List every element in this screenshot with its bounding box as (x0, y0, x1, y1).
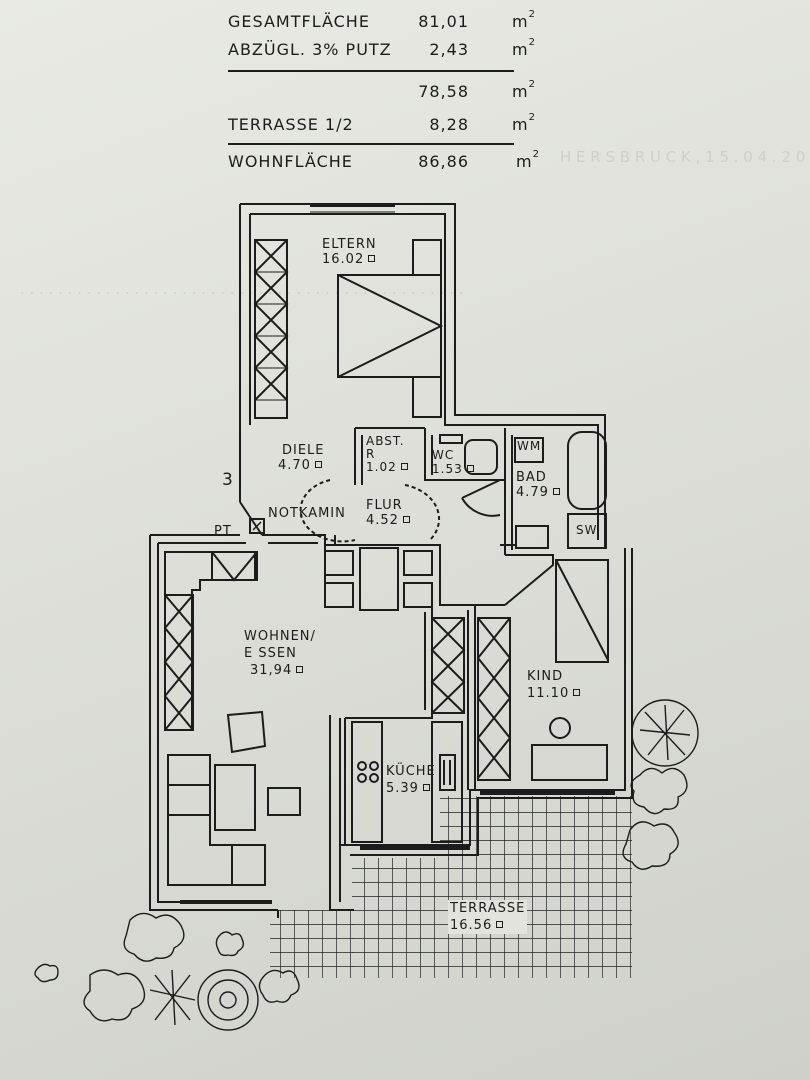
area-row: 78,58 (228, 82, 469, 104)
unit-text: m (516, 152, 532, 171)
sw-label: SW (576, 523, 598, 537)
area-unit: m2 (512, 37, 535, 59)
notkamin-label: NOTKAMIN (268, 506, 346, 521)
room-name: TERRASSE (450, 901, 526, 916)
exterior-walls (149, 203, 633, 918)
area-row-label: TERRASSE 1/2 (228, 115, 354, 134)
area-unit: m2 (512, 79, 535, 101)
unit-text: m (512, 12, 528, 31)
unit-text: m (512, 82, 528, 101)
area-row: WOHNFLÄCHE 86,86 (228, 152, 469, 174)
room-name: KIND (527, 669, 564, 684)
area-row-value: 86,86 (418, 152, 469, 171)
square-meter-symbol (296, 666, 304, 673)
room-label-bad: BAD 4.79 (516, 470, 560, 500)
room-area: 4.79 (516, 485, 549, 500)
square-meter-symbol (496, 921, 504, 928)
room-area: 16.02 (322, 252, 365, 267)
bleed-through-text: . . . . . . . . . . . . . . . . . . . . … (20, 280, 464, 298)
square-meter-symbol (368, 255, 376, 262)
dining-table (324, 547, 433, 611)
room-name: WOHNEN/ (244, 629, 316, 644)
room-name: ABST. (366, 434, 405, 448)
table-divider (228, 143, 514, 145)
area-unit: m2 (512, 112, 535, 134)
entrance-number: 3 (222, 470, 234, 490)
square-meter-symbol (466, 465, 474, 472)
room-name: WC (432, 448, 455, 462)
room-label-eltern: ELTERN 16.02 (322, 237, 377, 267)
unit-text: m (512, 115, 528, 134)
garden-plants (34, 699, 699, 1031)
area-row-value: 8,28 (429, 115, 469, 134)
kitchen-fixtures (351, 721, 463, 843)
room-label-kind: KIND 11.10 (527, 668, 581, 702)
bathroom-fixtures (439, 431, 607, 549)
square-meter-symbol (400, 463, 408, 470)
living-shelving (163, 551, 258, 731)
room-name: ELTERN (322, 237, 377, 252)
area-row-label: ABZÜGL. 3% PUTZ (228, 40, 392, 59)
area-row: GESAMTFLÄCHE 81,01 (228, 12, 469, 34)
square-meter-symbol (402, 516, 410, 523)
room-label-flur: FLUR 4.52 (366, 498, 410, 528)
wall-cabinet (430, 617, 466, 714)
room-name: FLUR (366, 498, 403, 513)
room-area: 11.10 (527, 686, 570, 701)
square-meter-symbol (314, 461, 322, 468)
square-meter-symbol (552, 488, 560, 495)
room-name-sub: R (366, 447, 376, 461)
room-label-wohnen: WOHNEN/ E SSEN 31,94 (244, 628, 316, 679)
room-area: 1.53 (432, 462, 463, 476)
room-area: 5.39 (386, 781, 419, 796)
area-row-value: 81,01 (418, 12, 469, 31)
square-meter-symbol (573, 689, 581, 696)
room-area: 1.02 (366, 460, 397, 474)
room-area: 31,94 (250, 663, 293, 678)
area-row-label: GESAMTFLÄCHE (228, 12, 370, 31)
room-area: 16.56 (450, 918, 493, 933)
room-name-line2: E SSEN (244, 646, 297, 661)
notkamin-symbol (249, 518, 265, 534)
unit-text: m (512, 40, 528, 59)
sofa-set (167, 710, 301, 886)
interior-walls (262, 427, 554, 845)
kind-furniture (476, 559, 609, 781)
area-row-value: 2,43 (429, 40, 469, 59)
area-row-value: 78,58 (418, 82, 469, 101)
area-unit: m2 (512, 9, 535, 31)
room-label-terrasse: TERRASSE 16.56 (448, 900, 528, 934)
wm-label: WM (517, 439, 542, 453)
pt-label: PT (214, 524, 232, 539)
room-area: 4.52 (366, 513, 399, 528)
room-label-abstellraum: ABST. R 1.02 (366, 435, 408, 474)
room-label-wc: WC 1.53 (432, 448, 474, 476)
room-area: 4.70 (278, 458, 311, 473)
room-name: DIELE (282, 443, 325, 458)
room-label-kueche: KÜCHE 5.39 (386, 763, 436, 797)
table-divider (228, 70, 514, 72)
room-name: BAD (516, 470, 547, 485)
area-row: TERRASSE 1/2 8,28 (228, 115, 469, 137)
double-bed (337, 239, 444, 418)
area-row: ABZÜGL. 3% PUTZ 2,43 (228, 40, 469, 62)
square-meter-symbol (422, 784, 430, 791)
area-row-label: WOHNFLÄCHE (228, 152, 353, 171)
terrace-paving (270, 796, 632, 978)
room-name: KÜCHE (386, 764, 436, 779)
door-swings (239, 479, 515, 546)
eltern-wardrobe (253, 239, 289, 419)
bleed-through-text: H E R S B R U C K , 1 5 . 0 4 . 2 0 (560, 148, 806, 166)
room-label-diele: DIELE 4.70 (278, 443, 325, 473)
area-unit: m2 (516, 149, 539, 171)
